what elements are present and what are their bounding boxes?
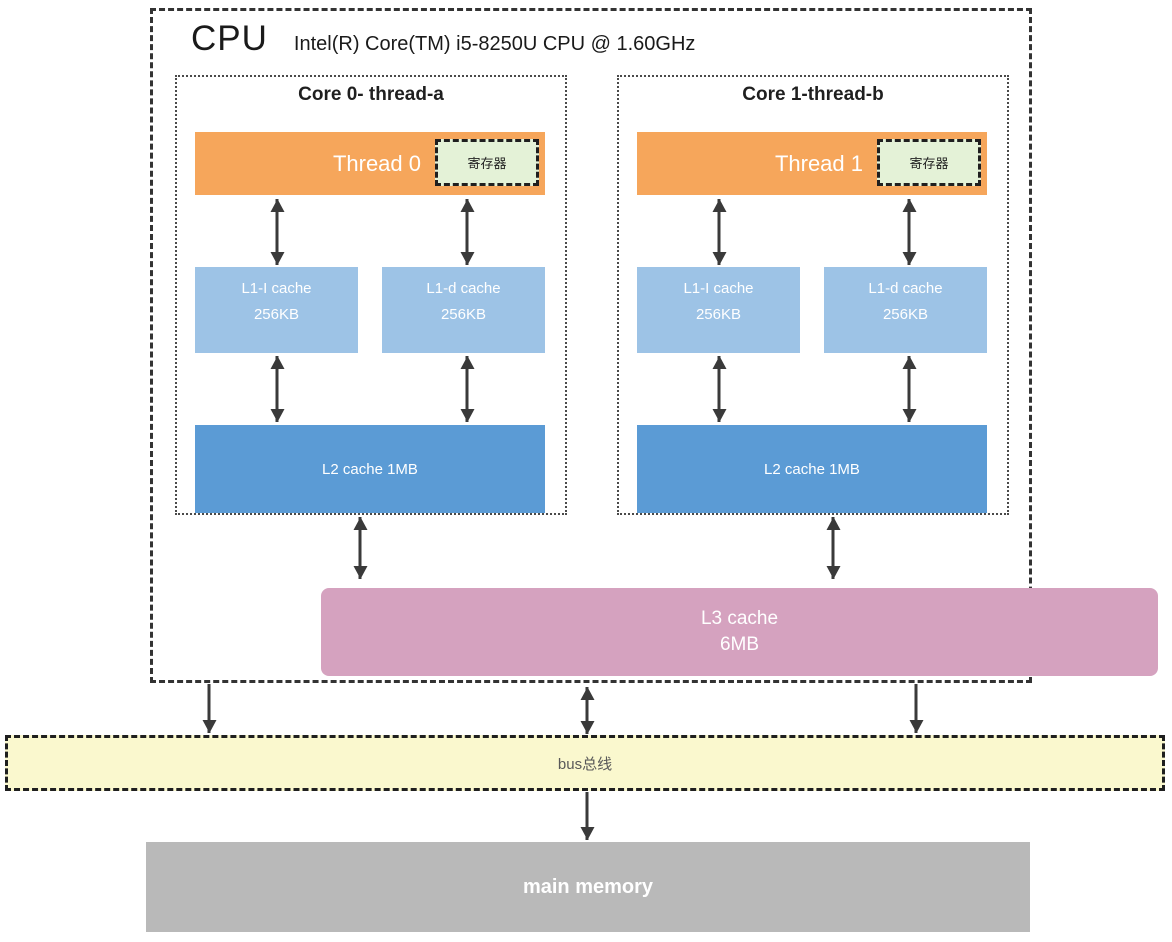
- core-0-box: Core 0- thread-a Thread 0 寄存器 L1-I cache…: [175, 75, 567, 515]
- l1d-cache-box: L1-d cache 256KB: [824, 267, 987, 353]
- bidirectional-arrow: [585, 687, 589, 734]
- l1i-cache-name: L1-I cache: [241, 280, 312, 297]
- thread-0-box: Thread 0 寄存器: [195, 132, 545, 195]
- bidirectional-arrow: [907, 199, 911, 265]
- main-memory-box: main memory: [146, 842, 1030, 932]
- l1i-cache-size: 256KB: [253, 306, 300, 324]
- bidirectional-arrow: [465, 356, 469, 422]
- bidirectional-arrow: [907, 356, 911, 422]
- l1d-cache-box: L1-d cache 256KB: [382, 267, 545, 353]
- bidirectional-arrow: [358, 517, 362, 579]
- cpu-header: CPU Intel(R) Core(TM) i5-8250U CPU @ 1.6…: [191, 19, 695, 59]
- l1i-cache-name: L1-I cache: [683, 280, 754, 297]
- core-1-title: Core 1-thread-b: [742, 84, 884, 105]
- cpu-title: CPU: [191, 19, 268, 58]
- thread-1-box: Thread 1 寄存器: [637, 132, 987, 195]
- bidirectional-arrow: [831, 517, 835, 579]
- bidirectional-arrow: [717, 199, 721, 265]
- thread-1-label: Thread 1: [774, 150, 863, 176]
- thread-0-label: Thread 0: [332, 150, 421, 176]
- l2-cache-box: L2 cache 1MB: [637, 425, 987, 513]
- register-box: 寄存器: [877, 139, 981, 186]
- l2-cache-box: L2 cache 1MB: [195, 425, 545, 513]
- l1i-cache-box: L1-I cache 256KB: [637, 267, 800, 353]
- l1i-cache-box: L1-I cache 256KB: [195, 267, 358, 353]
- register-box: 寄存器: [435, 139, 539, 186]
- l1d-cache-name: L1-d cache: [426, 280, 501, 297]
- bidirectional-arrow: [717, 356, 721, 422]
- cpu-model-subtitle: Intel(R) Core(TM) i5-8250U CPU @ 1.60GHz: [293, 33, 696, 55]
- core-1-box: Core 1-thread-b Thread 1 寄存器 L1-I cache …: [617, 75, 1009, 515]
- cpu-box: CPU Intel(R) Core(TM) i5-8250U CPU @ 1.6…: [150, 8, 1158, 683]
- bidirectional-arrow: [465, 199, 469, 265]
- l3-cache-name: L3 cache: [700, 608, 779, 630]
- core-0-title: Core 0- thread-a: [298, 84, 444, 105]
- down-arrow: [914, 684, 918, 733]
- down-arrow: [207, 684, 211, 733]
- bidirectional-arrow: [275, 356, 279, 422]
- l3-cache-size: 6MB: [719, 634, 760, 655]
- down-arrow: [585, 792, 589, 840]
- bus-box: bus总线: [5, 735, 1165, 791]
- l1d-cache-name: L1-d cache: [868, 280, 943, 297]
- l1d-cache-size: 256KB: [440, 306, 487, 324]
- l1d-cache-size: 256KB: [882, 306, 929, 324]
- l1i-cache-size: 256KB: [695, 306, 742, 324]
- l3-cache-box: L3 cache 6MB: [321, 588, 1158, 676]
- bidirectional-arrow: [275, 199, 279, 265]
